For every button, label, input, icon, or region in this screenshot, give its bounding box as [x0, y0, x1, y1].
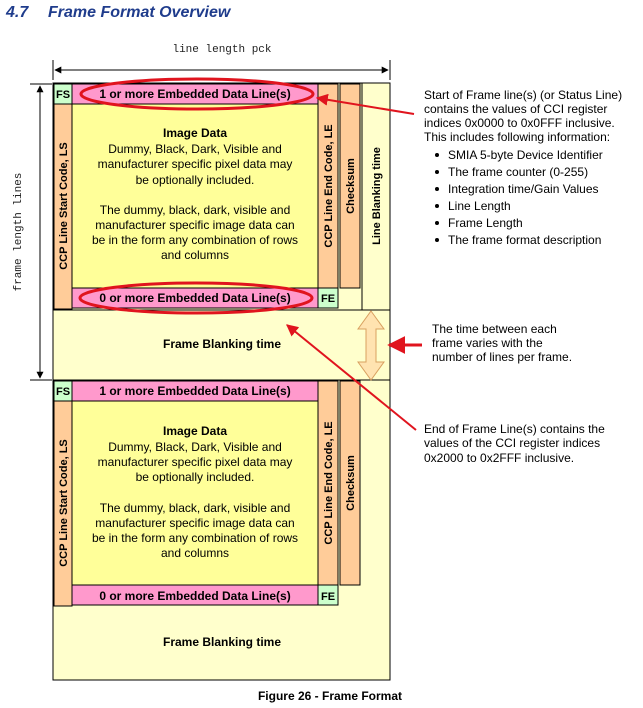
image-data-text: and columns — [161, 248, 229, 262]
highlight-top-embedded — [79, 77, 315, 111]
top-embedded-data-label: 1 or more Embedded Data Line(s) — [99, 87, 290, 101]
sof-annotation-text: indices 0x0000 to 0x0FFF inclusive. — [424, 116, 615, 130]
frame-blanking-label: Frame Blanking time — [163, 337, 281, 351]
section-title: Frame Format Overview — [48, 4, 232, 21]
line-start-code-label: CCP Line Start Code, LS — [58, 142, 70, 270]
image-data-text: manufacturer specific pixel data may — [98, 455, 293, 469]
highlight-bottom-embedded — [78, 281, 314, 315]
sof-bullet-item: Integration time/Gain Values — [448, 182, 599, 196]
fe-label: FE — [321, 293, 335, 305]
image-data-area — [71, 103, 319, 289]
sof-pointer-arrow — [315, 93, 415, 115]
fe-label: FE — [321, 591, 335, 603]
bullet-dot — [435, 170, 439, 174]
sof-bullet-item: SMIA 5-byte Device Identifier — [448, 148, 603, 162]
frame-length-label: frame length lines — [13, 173, 25, 292]
eof-annotation-text: 0x2000 to 0x2FFF inclusive. — [424, 451, 574, 465]
bullet-dot — [435, 221, 439, 225]
figure-caption: Figure 26 - Frame Format — [258, 689, 402, 703]
image-data-text: The dummy, black, dark, visible and — [100, 501, 291, 515]
image-data-title: Image Data — [163, 126, 227, 140]
eof-annotation-text: End of Frame Line(s) contains the — [424, 422, 605, 436]
blanking-annotation-text: The time between each — [432, 322, 557, 336]
image-data-text: be optionally included. — [136, 470, 255, 484]
sof-bullet-item: The frame format description — [448, 233, 601, 247]
fe-marker — [317, 287, 339, 309]
image-data-text: Dummy, Black, Dark, Visible and — [108, 142, 282, 156]
fs-label: FS — [56, 89, 70, 101]
image-data-text: and columns — [161, 546, 229, 560]
fs-label: FS — [56, 386, 70, 398]
sof-bullet-item: Line Length — [448, 199, 511, 213]
image-data-text: The dummy, black, dark, visible and — [100, 203, 291, 217]
checksum-label: Checksum — [345, 158, 357, 214]
fe-marker — [317, 584, 339, 606]
bullet-dot — [435, 238, 439, 242]
eof-pointer-arrow — [286, 324, 417, 431]
bottom-embedded-data-label: 0 or more Embedded Data Line(s) — [99, 291, 290, 305]
checksum-column — [339, 83, 361, 289]
blanking-annotation-text: frame varies with the — [432, 336, 543, 350]
line-blanking-label: Line Blanking time — [371, 147, 383, 245]
line-start-code-label: CCP Line Start Code, LS — [58, 439, 70, 567]
bullet-dot — [435, 187, 439, 191]
section-number: 4.7 — [5, 4, 29, 21]
sof-annotation-text: Start of Frame line(s) (or Status Line) — [424, 88, 622, 102]
sof-bullet-item: Frame Length — [448, 216, 523, 230]
image-data-text: Dummy, Black, Dark, Visible and — [108, 440, 282, 454]
image-data-text: manufacturer specific image data can — [95, 516, 294, 530]
sof-bullet-item: The frame counter (0-255) — [448, 165, 588, 179]
image-data-text: manufacturer specific pixel data may — [98, 157, 293, 171]
image-data-area — [71, 400, 319, 586]
top-embedded-data-label: 1 or more Embedded Data Line(s) — [99, 384, 290, 398]
image-data-text: manufacturer specific image data can — [95, 218, 294, 232]
blanking-annotation-text: number of lines per frame. — [432, 350, 572, 364]
image-data-text: be in the form any combination of rows — [92, 531, 298, 545]
checksum-label: Checksum — [345, 455, 357, 511]
image-data-text: be in the form any combination of rows — [92, 233, 298, 247]
checksum-column — [339, 380, 361, 586]
frame-blanking-label: Frame Blanking time — [163, 635, 281, 649]
image-data-text: be optionally included. — [136, 173, 255, 187]
bottom-embedded-data-label: 0 or more Embedded Data Line(s) — [99, 589, 290, 603]
line-end-code-label: CCP Line End Code, LE — [323, 421, 335, 544]
bullet-dot — [435, 153, 439, 157]
line-length-label: line length pck — [172, 44, 271, 56]
image-data-title: Image Data — [163, 424, 227, 438]
variable-blanking-arrow — [357, 310, 385, 381]
bullet-dot — [435, 204, 439, 208]
eof-annotation-text: values of the CCI register indices — [424, 436, 600, 450]
sof-annotation-text: contains the values of CCI register — [424, 102, 607, 116]
sof-annotation-text: This includes following information: — [424, 130, 610, 144]
line-end-code-label: CCP Line End Code, LE — [323, 124, 335, 247]
